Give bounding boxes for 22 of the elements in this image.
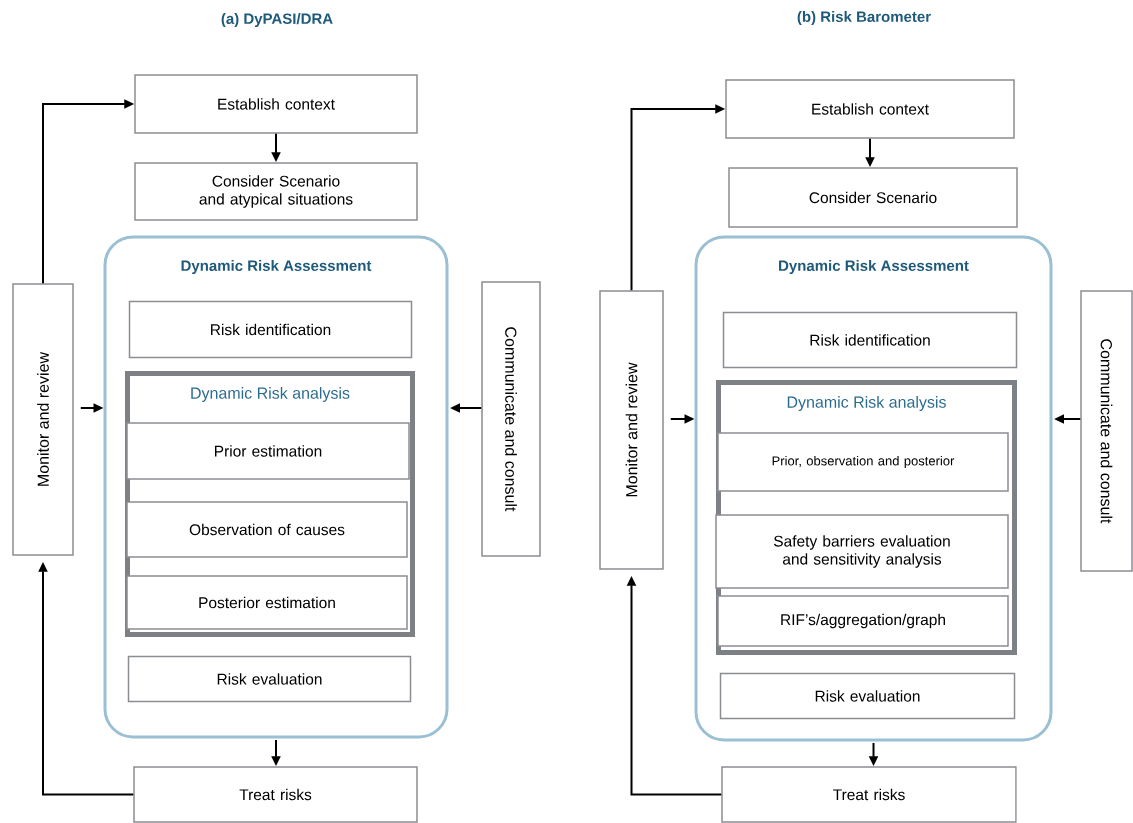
side-box: Monitor and review: [12, 283, 74, 556]
process-box: Risk identification: [722, 311, 1018, 369]
process-box: Observation of causes: [126, 501, 408, 558]
process-box: RIF’s/aggregation/graph: [717, 595, 1009, 647]
process-box: Treat risks: [133, 766, 418, 823]
process-box: Establish context: [134, 74, 418, 134]
process-box: Prior, observation and posterior: [717, 432, 1009, 492]
side-box: Communicate and consult: [481, 281, 541, 557]
process-box: Prior estimation: [126, 422, 410, 480]
process-box: Risk evaluation: [719, 672, 1016, 720]
process-box: Consider Scenario and atypical situations: [134, 162, 418, 221]
panel-heading: (b) Risk Barometer: [797, 11, 931, 25]
panel-heading: (a) DyPASI/DRA: [221, 13, 333, 27]
process-box: Safety barriers evaluation and sensitivity analysis: [715, 514, 1009, 589]
process-box: Consider Scenario: [728, 167, 1018, 228]
side-box: Communicate and consult: [1080, 290, 1133, 572]
process-box: Treat risks: [721, 766, 1017, 823]
process-box: Risk evaluation: [127, 655, 412, 703]
process-box: Posterior estimation: [126, 575, 408, 630]
process-box: Establish context: [725, 79, 1015, 139]
side-box: Monitor and review: [599, 290, 664, 570]
process-box: Risk identification: [128, 300, 413, 359]
